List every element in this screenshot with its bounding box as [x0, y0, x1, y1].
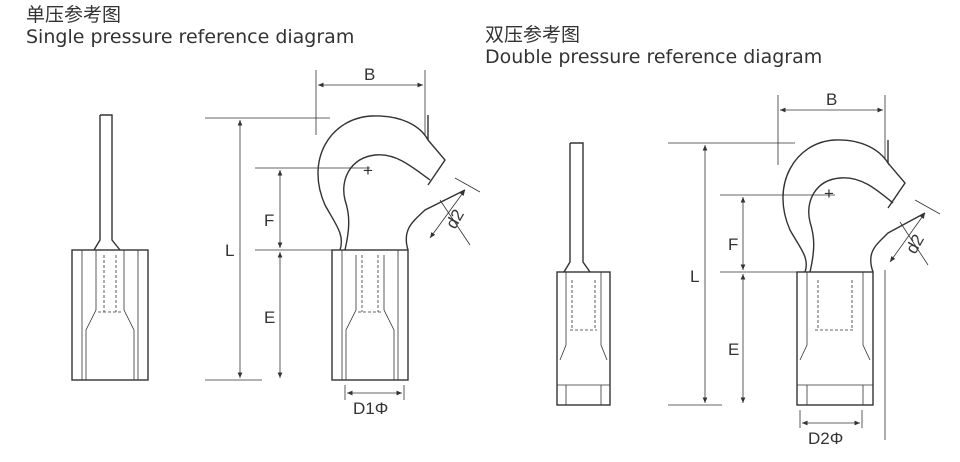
double-label-L: L: [690, 267, 699, 286]
double-front-view: +: [782, 139, 926, 406]
single-side-view: [71, 114, 149, 381]
single-label-B: B: [364, 65, 375, 84]
double-dimensions: B L F E d2 D2Φ: [668, 90, 941, 448]
single-title-cn: 单压参考图: [26, 4, 122, 26]
double-label-B: B: [826, 90, 837, 109]
single-label-E: E: [264, 308, 275, 327]
double-title-cn: 双压参考图: [485, 24, 581, 46]
single-center-mark: +: [363, 161, 373, 180]
single-title-en: Single pressure reference diagram: [26, 26, 355, 48]
double-title-en: Double pressure reference diagram: [485, 46, 823, 68]
single-front-view: +: [317, 115, 466, 381]
double-label-E: E: [728, 340, 739, 359]
single-label-F: F: [264, 211, 274, 230]
double-label-D2: D2Φ: [808, 429, 843, 448]
single-label-d2: d2: [442, 206, 468, 232]
single-dimensions: B L F E d2 D1Φ: [205, 65, 481, 418]
single-label-L: L: [225, 241, 234, 260]
double-center-mark: +: [824, 184, 834, 203]
double-label-d2: d2: [902, 231, 928, 257]
double-side-view: [556, 142, 611, 406]
double-label-F: F: [728, 235, 738, 254]
single-label-D1: D1Φ: [353, 399, 388, 418]
